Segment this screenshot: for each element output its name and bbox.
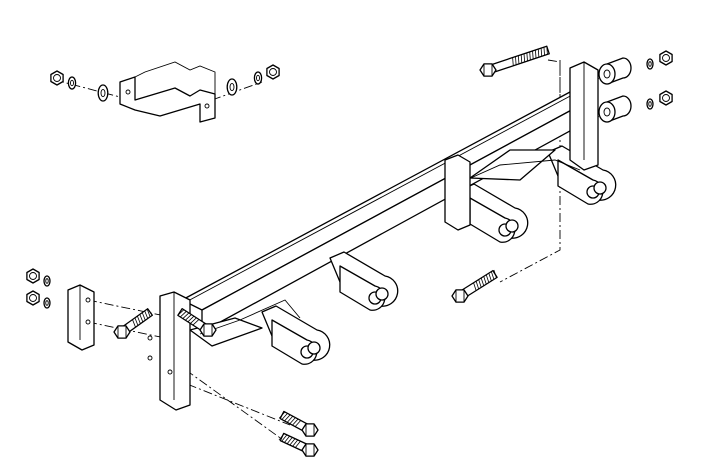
bolt	[278, 432, 319, 457]
main-beam	[181, 91, 591, 333]
lock-washer	[646, 58, 654, 70]
lock-washer	[646, 98, 654, 110]
flat-washer	[97, 84, 109, 102]
nut	[26, 290, 40, 306]
mounting-lug	[261, 305, 331, 365]
lock-washer	[43, 275, 51, 287]
gusset-left	[189, 299, 301, 347]
bolt	[177, 307, 217, 337]
spacer	[598, 57, 632, 85]
spacer	[598, 95, 632, 123]
nut	[266, 64, 280, 80]
lock-washer	[67, 76, 77, 90]
end-plate-right	[569, 61, 599, 171]
flat-washer	[226, 78, 238, 96]
lock-washer	[253, 71, 263, 85]
clamp-bracket	[119, 61, 216, 123]
mounting-lug	[459, 183, 529, 243]
mounting-lug	[547, 145, 617, 205]
end-plate-left	[147, 291, 191, 411]
bolt	[278, 410, 319, 437]
backing-plate-left	[67, 284, 95, 351]
gusset-right	[454, 149, 581, 186]
backing-plate-mid	[444, 154, 471, 231]
bolt	[113, 308, 153, 339]
nut	[50, 70, 64, 86]
bolt	[451, 269, 498, 303]
mounting-lug	[329, 251, 399, 311]
bolt	[479, 45, 550, 77]
nut	[26, 268, 40, 284]
lock-washer	[43, 297, 51, 309]
nut	[659, 90, 673, 106]
nut	[659, 50, 673, 66]
